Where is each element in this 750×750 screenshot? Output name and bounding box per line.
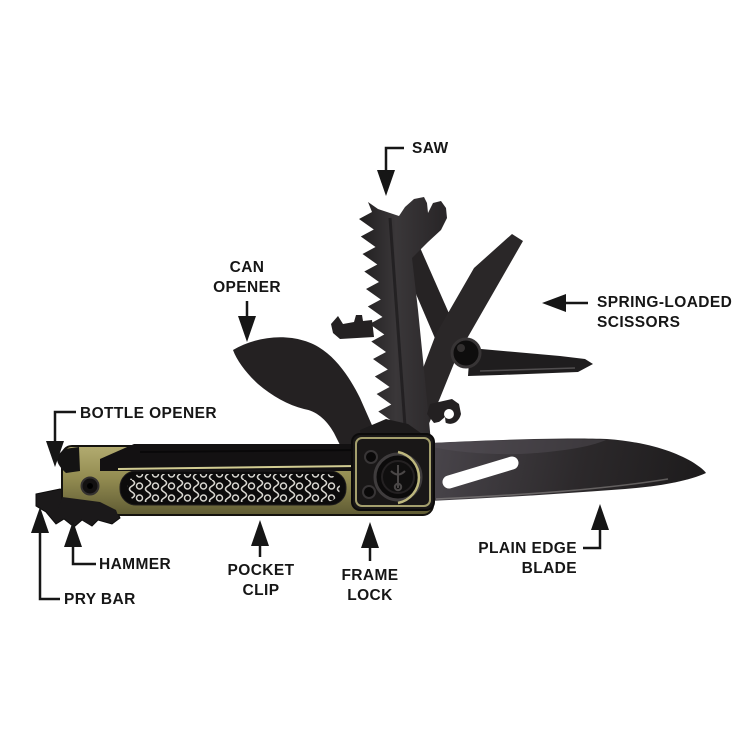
- blade-edge-line: [435, 478, 669, 500]
- label-frame-lock-line2: LOCK: [347, 587, 393, 604]
- label-bottle-opener: BOTTLE OPENER: [80, 404, 217, 424]
- label-pry-bar: PRY BAR: [64, 590, 136, 610]
- label-saw-text: SAW: [412, 140, 449, 157]
- blade-swedge: [432, 439, 606, 455]
- hammer-arrow: [64, 521, 96, 566]
- knife-blade: [430, 438, 706, 501]
- can-opener-claw: [233, 337, 380, 449]
- handle-screw-center: [87, 483, 93, 489]
- label-bottle-opener-text: BOTTLE OPENER: [80, 405, 217, 422]
- scissors-blade-bevel: [479, 367, 576, 372]
- label-frame-lock-line1: FRAME: [341, 567, 399, 584]
- label-scissors-line2: SCISSORS: [597, 314, 681, 331]
- pocket-clip-texture: [127, 474, 340, 502]
- label-can-opener-line2: OPENER: [213, 279, 281, 296]
- blade-body: [430, 438, 706, 501]
- frame-lock-trim: [355, 437, 431, 507]
- saw-arrow: [377, 146, 404, 196]
- label-saw: SAW: [412, 139, 449, 159]
- pry-bar-arrow: [31, 507, 60, 601]
- label-scissors: SPRING-LOADED SCISSORS: [597, 293, 732, 333]
- label-frame-lock: FRAME LOCK: [320, 566, 420, 606]
- label-blade-line2: BLADE: [521, 560, 577, 577]
- scissors-arrow: [542, 294, 588, 312]
- rail-highlight: [117, 465, 359, 470]
- bottle-opener-arrow: [46, 410, 76, 467]
- label-can-opener: CAN OPENER: [197, 258, 297, 298]
- lock-screw-top: [364, 450, 378, 464]
- label-hammer: HAMMER: [99, 555, 171, 575]
- label-plain-edge-blade: PLAIN EDGE BLADE: [447, 539, 577, 579]
- scissors-right-blade: [468, 348, 593, 376]
- can-opener-arrow: [238, 301, 256, 342]
- can-opener-tool: [233, 337, 380, 449]
- gerber-logo-icon: [390, 465, 406, 492]
- frame-lock-arrow: [361, 522, 379, 561]
- scissors-pivot-rivet: [450, 337, 482, 369]
- label-hammer-text: HAMMER: [99, 556, 172, 573]
- blade-arrow: [583, 504, 609, 550]
- bottle-opener-tool: [56, 447, 80, 473]
- saw-step-line: [388, 217, 408, 441]
- wire-hook-tool: [331, 315, 374, 339]
- label-pocket-clip-line2: CLIP: [242, 582, 280, 599]
- label-can-opener-line1: CAN: [229, 259, 265, 276]
- hammer-tool: [58, 497, 119, 526]
- blade-slot-cutout: [442, 456, 519, 489]
- saw-tool: [359, 197, 447, 452]
- callout-arrows: [31, 146, 609, 601]
- label-blade-line1: PLAIN EDGE: [478, 540, 577, 557]
- saw-blade: [359, 197, 447, 452]
- handle: [56, 433, 435, 526]
- lock-screw-bottom: [362, 485, 376, 499]
- rail-inner-line: [139, 449, 363, 453]
- arm-opener-notch: [427, 399, 461, 428]
- frame-lock-part: [351, 433, 435, 511]
- label-pry-bar-text: PRY BAR: [64, 591, 136, 608]
- label-pocket-clip: POCKET CLIP: [211, 561, 311, 601]
- label-pocket-clip-line1: POCKET: [227, 562, 295, 579]
- scissors-pivot-highlight: [457, 344, 465, 352]
- pocket-clip-arrow: [251, 520, 269, 557]
- lock-trim-arc: [397, 450, 421, 505]
- label-scissors-line1: SPRING-LOADED: [597, 294, 733, 311]
